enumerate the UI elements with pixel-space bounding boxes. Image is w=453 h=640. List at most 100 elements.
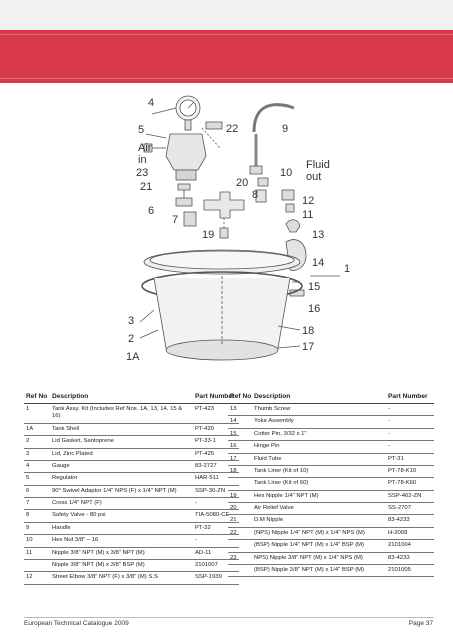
cell-ref-no: 12 (24, 571, 50, 585)
table-row: 22(NPS) Nipple 1/4" NPT (M) x 1/4" NPS (… (228, 527, 434, 541)
cell-description: Thumb Screw (252, 403, 386, 417)
callout-13: 13 (312, 229, 324, 241)
cell-part-number: PT-33-1 (193, 435, 239, 449)
cell-description: Lid Gasket, Santoprene (50, 435, 193, 449)
table-row: Tank Liner (Kit of 60)PT-78-K60 (228, 477, 434, 491)
cell-description: Tank Assy. Kit (Includes Ref Nos. 1A, 13… (50, 403, 193, 424)
cell-description: Air Relief Valve (252, 502, 386, 516)
cell-ref-no: 7 (24, 497, 50, 511)
header-part-number: Part Number (386, 391, 434, 404)
cell-part-number: H-2009 (386, 527, 434, 541)
footer-divider (24, 617, 434, 618)
callout-14: 14 (312, 257, 324, 269)
cell-description: Tank Liner (Kit of 60) (252, 477, 386, 491)
cell-part-number: SSP-462-ZN (386, 490, 434, 504)
cell-ref-no (228, 477, 252, 491)
cell-description: Tank Shell (50, 423, 193, 437)
cell-description: NPS) Nipple 3/8" NPT (M) x 1/4" NPS (M) (252, 552, 386, 565)
callout-10: 10 (280, 167, 292, 179)
cell-description: Nipple 3/8" NPT (M) x 3/8" NPT (M) (50, 547, 193, 560)
regulator-part (165, 133, 207, 171)
callout-out: out (306, 171, 321, 183)
callout-12: 12 (302, 195, 314, 207)
callout-fluid: Fluid (306, 159, 330, 171)
table-header-row: Ref No Description Part Number (24, 391, 239, 404)
cell-description: Fluid Tube (252, 453, 386, 466)
cell-part-number: - (386, 415, 434, 429)
cell-ref-no: 13 (228, 403, 252, 417)
callout-3: 3 (128, 315, 134, 327)
cell-part-number: 2101007 (193, 559, 239, 573)
cell-part-number: AD-11 (193, 547, 239, 560)
page-number: Page 37 (408, 620, 433, 627)
cell-description: D.M Nipple (252, 514, 386, 528)
cell-ref-no: 21 (228, 514, 252, 528)
header-band (0, 30, 453, 83)
cell-description: 90° Swivel Adaptor 1/4" NPS (F) x 1/4" N… (50, 485, 193, 499)
cell-part-number: 83-4233 (386, 552, 434, 565)
callout-19: 19 (202, 229, 214, 241)
cell-description: Street Elbow 3/8" NPT (F) x 3/8" (M) S.S (50, 571, 193, 585)
callout-in: in (138, 154, 147, 166)
callout-20: 20 (236, 177, 248, 189)
cell-ref-no: 14 (228, 415, 252, 429)
cell-ref-no: 17 (228, 453, 252, 466)
cell-part-number: - (386, 428, 434, 442)
cell-description: Cross 1/4" NPT (F) (50, 497, 193, 511)
cell-description: Cotter Pin, 3/32 x 1" (252, 428, 386, 442)
cell-description: Tank Liner (Kit of 10) (252, 465, 386, 479)
cell-part-number: PT-78-K60 (386, 477, 434, 491)
header-description: Description (252, 391, 386, 404)
callout-1: 1 (344, 263, 350, 275)
exploded-parts-diagram: 4 5 Air in 23 21 6 7 19 22 9 10 Fluid ou… (110, 86, 445, 376)
callout-11: 11 (302, 209, 313, 221)
header-ref-no: Ref No (228, 391, 252, 404)
cell-ref-no: 23 (228, 552, 252, 565)
cell-description: Hex Nipple 1/4" NPT (M) (252, 490, 386, 504)
callout-4: 4 (148, 97, 154, 109)
cell-part-number: 2101004 (386, 539, 434, 553)
cell-part-number: 83-4233 (386, 514, 434, 528)
cell-description: Regulator (50, 472, 193, 486)
top-band (0, 0, 453, 30)
table-row: (BSP) Nipple 3/8" NPT (M) x 1/4" BSP (M)… (228, 564, 434, 578)
cell-ref-no: 10 (24, 534, 50, 548)
parts-illustration: 4 5 Air in 23 21 6 7 19 22 9 10 Fluid ou… (126, 95, 350, 363)
cell-ref-no: 3 (24, 448, 50, 461)
callout-air: Air (138, 142, 152, 154)
callout-9: 9 (282, 123, 288, 135)
callout-7: 7 (172, 214, 178, 226)
cell-part-number: HAR-511 (193, 472, 239, 486)
callout-1a: 1A (126, 351, 140, 363)
cell-description: Handle (50, 522, 193, 536)
header-description: Description (50, 391, 193, 404)
cell-ref-no: 1 (24, 403, 50, 424)
cell-ref-no: 16 (228, 440, 252, 454)
callout-22: 22 (226, 123, 238, 135)
cell-ref-no: 6 (24, 485, 50, 499)
cell-ref-no: 1A (24, 423, 50, 437)
callout-5: 5 (138, 124, 144, 136)
cell-part-number: SSP-1939 (193, 571, 239, 585)
cell-ref-no: 4 (24, 460, 50, 474)
cell-description: Gauge (50, 460, 193, 474)
cell-part-number: PT-425 (193, 448, 239, 461)
cell-part-number: PT-423 (193, 403, 239, 424)
cell-ref-no (228, 564, 252, 578)
callout-15: 15 (308, 281, 320, 293)
cell-part-number: - (193, 534, 239, 548)
cell-part-number: - (386, 403, 434, 417)
